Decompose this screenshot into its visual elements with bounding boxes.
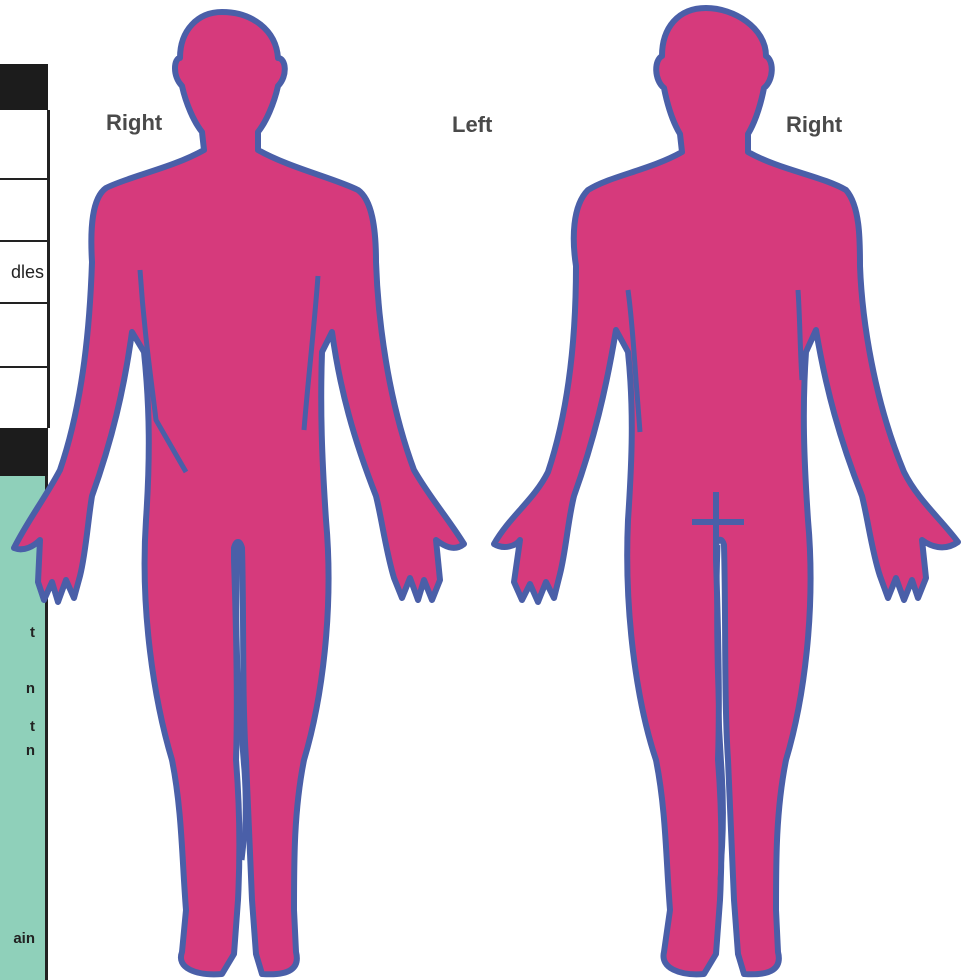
front-body-figure [14,12,464,974]
back-right-label: Right [786,112,842,138]
front-right-label: Right [106,110,162,136]
back-body-outline [494,8,958,974]
back-body-figure [494,8,958,974]
center-left-label: Left [452,112,492,138]
front-body-outline [14,12,464,974]
